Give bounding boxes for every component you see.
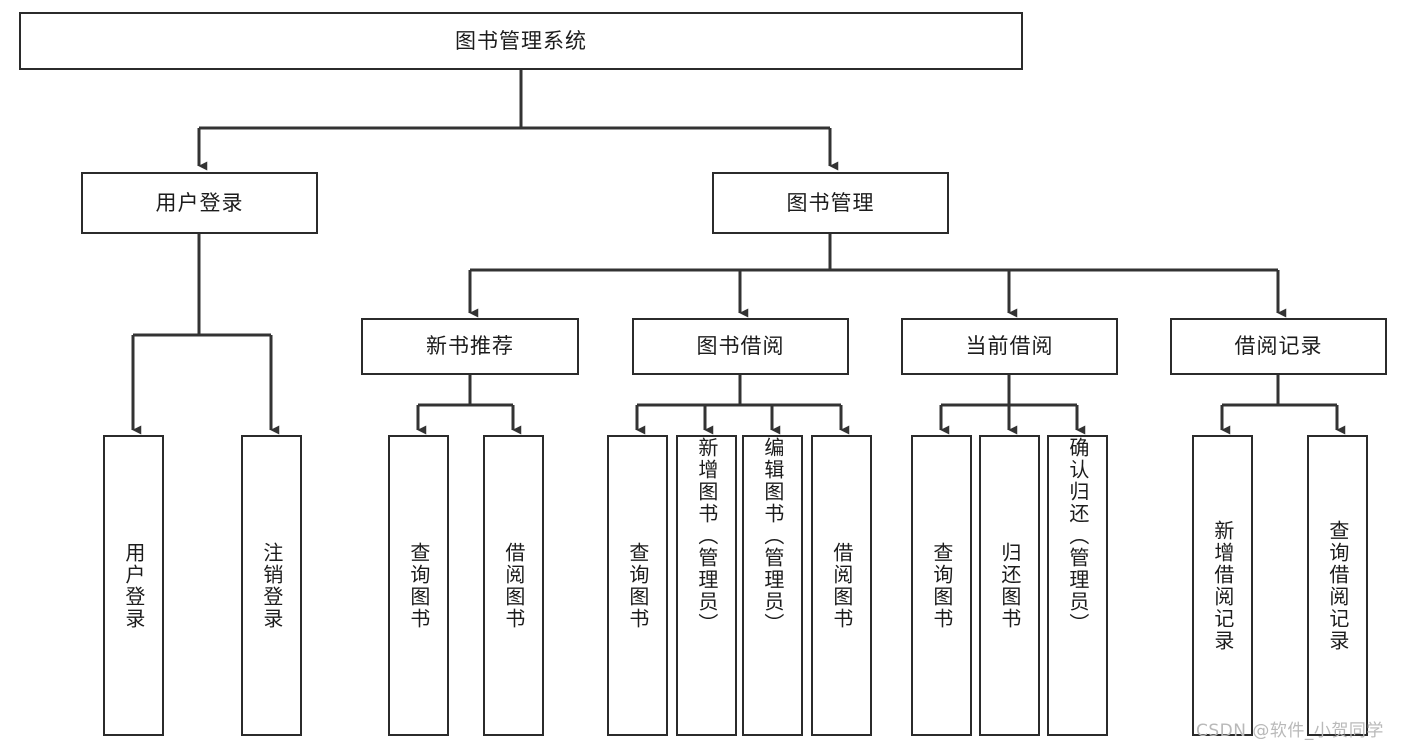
node-label: 图书管理 <box>786 190 875 215</box>
node-leaf-borrow-book-recommend[interactable]: 借阅图书 <box>483 435 544 736</box>
node-label: 用户登录 <box>155 190 244 215</box>
node-label: 编辑图书（管理员） <box>760 437 785 635</box>
node-label: 新增图书（管理员） <box>694 437 719 635</box>
node-label: 借阅记录 <box>1234 334 1323 359</box>
node-label: 图书借阅 <box>696 334 785 359</box>
node-book-management[interactable]: 图书管理 <box>712 172 949 234</box>
node-leaf-query-book-current[interactable]: 查询图书 <box>911 435 972 736</box>
node-leaf-query-book-borrow[interactable]: 查询图书 <box>607 435 668 736</box>
node-borrowing-record[interactable]: 借阅记录 <box>1170 318 1387 375</box>
node-label: 图书管理系统 <box>455 28 587 53</box>
node-root-book-management-system[interactable]: 图书管理系统 <box>19 12 1023 70</box>
node-leaf-user-login[interactable]: 用户登录 <box>103 435 164 736</box>
node-leaf-confirm-return-admin[interactable]: 确认归还（管理员） <box>1047 435 1108 736</box>
node-current-borrowing[interactable]: 当前借阅 <box>901 318 1118 375</box>
node-label: 新增借阅记录 <box>1210 519 1235 652</box>
node-label: 新书推荐 <box>426 334 514 359</box>
node-label: 归还图书 <box>997 541 1022 630</box>
node-leaf-edit-book-admin[interactable]: 编辑图书（管理员） <box>742 435 803 736</box>
node-label: 注销登录 <box>259 541 284 630</box>
node-label: 查询借阅记录 <box>1325 519 1350 652</box>
node-leaf-query-borrow-record[interactable]: 查询借阅记录 <box>1307 435 1368 736</box>
node-label: 查询图书 <box>929 541 954 630</box>
node-label: 当前借阅 <box>965 334 1054 359</box>
node-label: 确认归还（管理员） <box>1065 437 1090 635</box>
node-label: 借阅图书 <box>829 541 854 630</box>
node-label: 查询图书 <box>406 541 431 630</box>
node-label: 查询图书 <box>625 541 650 630</box>
node-label: 用户登录 <box>121 541 146 630</box>
node-label: 借阅图书 <box>501 541 526 630</box>
node-leaf-add-book-admin[interactable]: 新增图书（管理员） <box>676 435 737 736</box>
node-leaf-return-book[interactable]: 归还图书 <box>979 435 1040 736</box>
csdn-watermark: CSDN @软件_小贺同学 <box>1196 721 1384 741</box>
node-leaf-query-book-recommend[interactable]: 查询图书 <box>388 435 449 736</box>
node-book-borrowing[interactable]: 图书借阅 <box>632 318 849 375</box>
node-new-book-recommendation[interactable]: 新书推荐 <box>361 318 579 375</box>
node-leaf-logout[interactable]: 注销登录 <box>241 435 302 736</box>
node-user-login[interactable]: 用户登录 <box>81 172 318 234</box>
node-leaf-borrow-book[interactable]: 借阅图书 <box>811 435 872 736</box>
node-leaf-add-borrow-record[interactable]: 新增借阅记录 <box>1192 435 1253 736</box>
